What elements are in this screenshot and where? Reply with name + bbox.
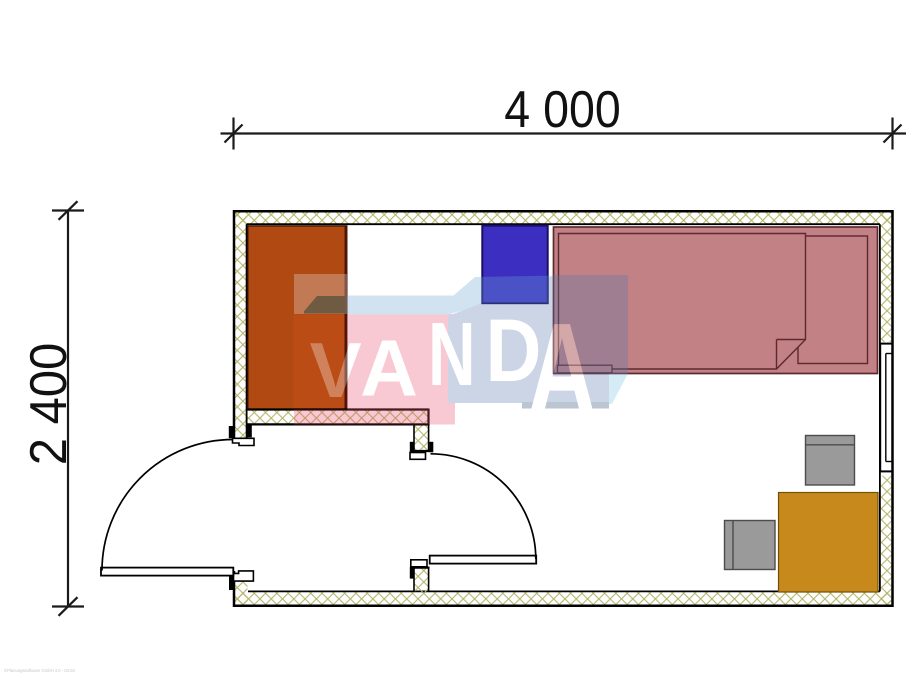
svg-text:A: A xyxy=(360,324,418,413)
svg-text:N: N xyxy=(428,304,476,404)
svg-text:A: A xyxy=(528,297,597,442)
svg-text:V: V xyxy=(310,326,362,414)
svg-text:2 400: 2 400 xyxy=(19,343,77,465)
svg-text:4 000: 4 000 xyxy=(504,82,620,139)
svg-text:©Planungssoftware GmbH 4.0 - 0: ©Planungssoftware GmbH 4.0 - 03.03 xyxy=(4,668,75,673)
svg-text:D: D xyxy=(486,300,542,400)
